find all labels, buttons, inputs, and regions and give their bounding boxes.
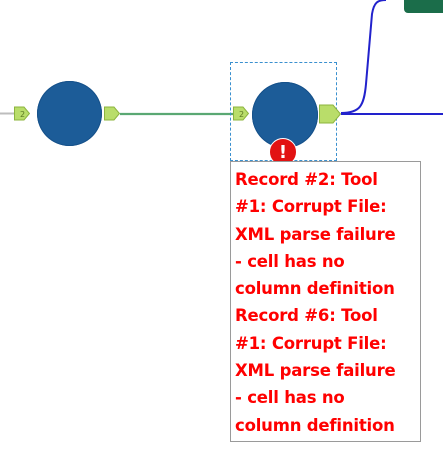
tooltip-line: XML parse failure: [235, 224, 396, 244]
tooltip-line: #1: Corrupt File:: [235, 197, 387, 217]
error-tooltip: Record #2: Tool #1: Corrupt File: XML pa…: [230, 161, 421, 442]
output-anchor-right-tool[interactable]: [319, 104, 342, 124]
input-anchor-left-tool[interactable]: 2: [14, 106, 31, 121]
svg-text:2: 2: [20, 110, 25, 119]
tool-node-input[interactable]: [37, 81, 102, 146]
tooltip-line: Record #2: Tool: [235, 170, 378, 189]
tooltip-line: column definition: [235, 415, 395, 435]
anchor-arrow-icon: [104, 106, 121, 121]
output-anchor-left-tool[interactable]: [104, 106, 121, 121]
tooltip-line: - cell has no: [235, 388, 345, 408]
error-badge-symbol: !: [278, 142, 288, 163]
input-anchor-right-tool[interactable]: 2: [233, 106, 250, 121]
tooltip-line: #1: Corrupt File:: [235, 333, 387, 353]
anchor-arrow-icon: 2: [14, 106, 31, 121]
tooltip-line: column definition: [235, 279, 395, 299]
outgoing-connector-up[interactable]: [340, 0, 387, 114]
tool-node-selected[interactable]: [252, 82, 318, 148]
svg-text:2: 2: [239, 110, 244, 119]
tooltip-line: - cell has no: [235, 251, 345, 271]
anchor-arrow-icon: 2: [233, 106, 250, 121]
anchor-arrow-icon: [319, 104, 342, 124]
tooltip-line: Record #6: Tool: [235, 306, 378, 326]
tooltip-line: XML parse failure: [235, 361, 396, 381]
tool-node-partial-top[interactable]: [404, 0, 443, 13]
